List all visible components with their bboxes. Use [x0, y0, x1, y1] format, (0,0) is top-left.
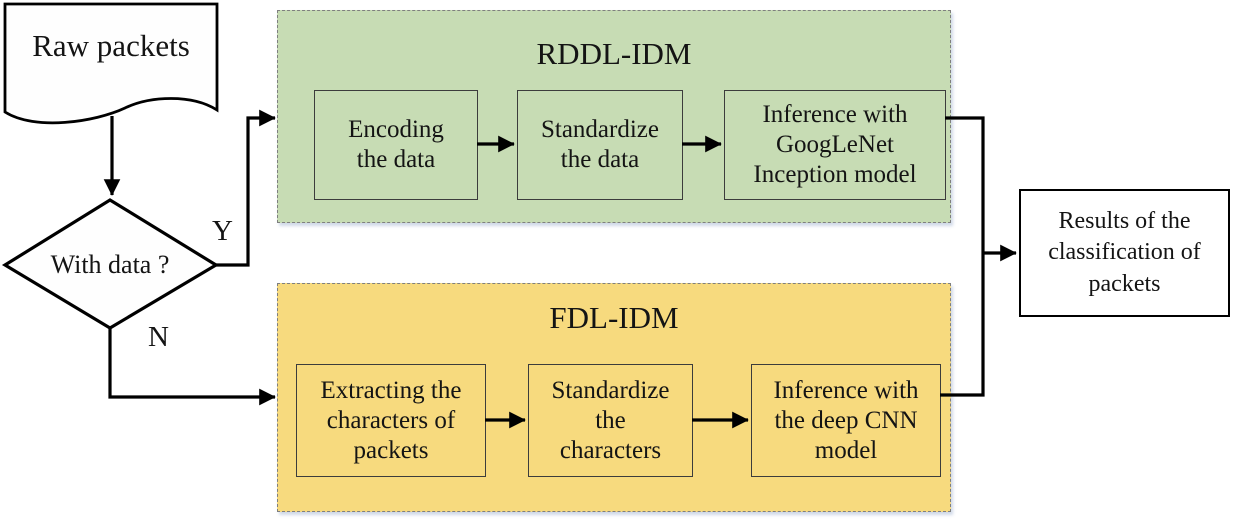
step-line: packets — [353, 436, 429, 464]
decision-label: With data ? — [50, 250, 170, 279]
rddl-module-box: RDDL-IDM Encoding the data Standardize t… — [277, 10, 951, 223]
step-line: the deep CNN — [774, 406, 918, 434]
step-line: Inference with — [773, 376, 919, 404]
step-line: Standardize — [551, 376, 670, 404]
step-line: the data — [560, 146, 640, 173]
fdl-module-box: FDL-IDM Extracting the characters of pac… — [277, 283, 951, 512]
step-line: GoogLeNet — [775, 131, 895, 158]
step-inference-googlenet: Inference with GoogLeNet Inception model — [724, 90, 946, 200]
results-line: classification of — [1048, 239, 1201, 266]
raw-packets-label: Raw packets — [32, 28, 190, 63]
step-line: model — [814, 436, 878, 464]
step-line: Inference with — [762, 101, 908, 128]
rddl-title: RDDL-IDM — [536, 36, 692, 71]
step-standardize-characters: Standardize the characters — [528, 364, 693, 477]
step-extracting-characters: Extracting the characters of packets — [296, 364, 486, 477]
results-box: Results of the classification of packets — [1019, 189, 1230, 317]
step-standardize-data: Standardize the data — [517, 90, 683, 200]
results-line: Results of the — [1058, 208, 1191, 235]
fdl-title: FDL-IDM — [549, 300, 679, 335]
step-encoding-data: Encoding the data — [314, 90, 478, 200]
step-inference-cnn: Inference with the deep CNN model — [751, 364, 941, 477]
step-line: Encoding — [348, 116, 444, 143]
step-line: the data — [356, 146, 436, 173]
step-line: characters — [559, 436, 662, 464]
step-line: characters of — [326, 406, 456, 434]
step-line: the — [595, 406, 626, 434]
no-branch-label: N — [148, 321, 169, 353]
arrow-decision-no-to-fdl — [108, 326, 276, 406]
results-line: packets — [1088, 270, 1161, 297]
step-line: Standardize — [540, 116, 659, 143]
step-line: Extracting the — [320, 376, 462, 404]
step-line: Inception model — [753, 161, 917, 188]
yes-branch-label: Y — [212, 215, 233, 247]
